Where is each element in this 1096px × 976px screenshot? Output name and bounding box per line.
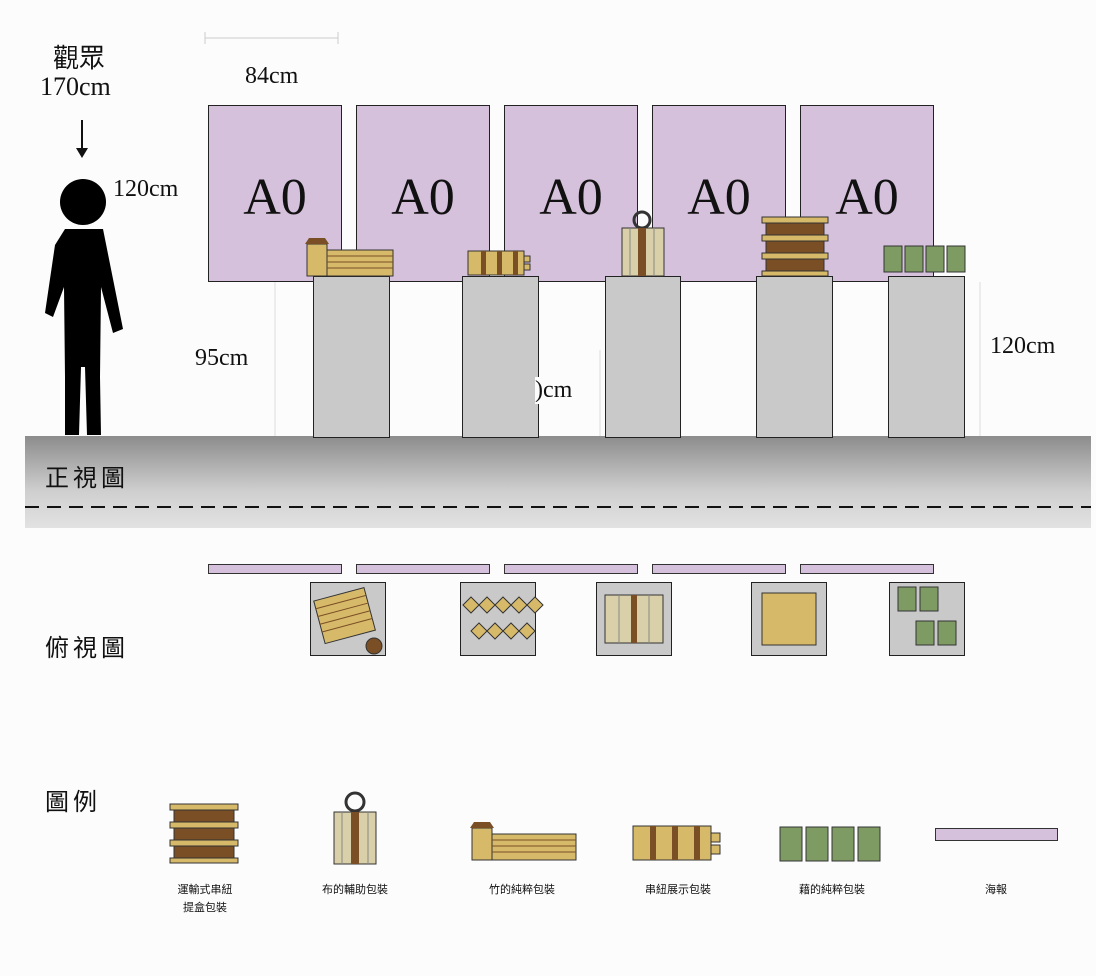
- front-view-label: 正視圖: [45, 464, 129, 492]
- poster-top-5: [800, 564, 934, 574]
- bamboo-pack-top: [313, 586, 383, 655]
- poster-top-2: [356, 564, 490, 574]
- legend-caption-bamboo: 竹的純粹包裝: [489, 883, 555, 896]
- pedestal-tall-label: 120cm: [990, 333, 1056, 359]
- bamboo-pack-icon: [470, 822, 577, 861]
- legend-caption-line: 提盒包裝: [183, 901, 227, 914]
- cloth-pack-icon: [333, 791, 377, 865]
- pedestal-top-1: [310, 582, 386, 656]
- legend-caption-cloth: 布的輔助包裝: [322, 883, 388, 896]
- viewer-title: 觀眾: [53, 44, 106, 74]
- cloth-pack-front: [621, 210, 665, 277]
- pedestal-mid-label: )cm: [535, 377, 575, 404]
- string-display-front: [467, 250, 531, 276]
- legend-caption-string: 串紐展示包裝: [645, 883, 711, 896]
- floor-band: [25, 436, 1091, 528]
- string-display-top: [462, 596, 544, 640]
- pedestal-1: [313, 276, 390, 438]
- grass-pack-top: [897, 586, 957, 646]
- transport-box-front: [761, 216, 829, 277]
- poster-top-3: [504, 564, 638, 574]
- pedestal-top-2: [460, 582, 544, 656]
- poster-top-1: [208, 564, 342, 574]
- poster-icon: [935, 828, 1058, 841]
- down-arrow-icon: [72, 120, 92, 164]
- pedestal-5: [888, 276, 965, 438]
- pedestal-top-3: [596, 582, 672, 656]
- string-display-icon: [632, 825, 721, 861]
- transport-box-top: [761, 592, 817, 646]
- legend-title: 圖例: [45, 788, 101, 816]
- poster-width-label: 84cm: [245, 63, 299, 89]
- pedestal-3: [605, 276, 681, 438]
- poster-label: A0: [391, 169, 455, 226]
- legend-caption-transport: 運輸式串紐 提盒包裝: [130, 881, 280, 917]
- grass-pack-front: [883, 245, 966, 273]
- cloth-pack-top: [604, 594, 664, 644]
- poster-label: A0: [243, 169, 307, 226]
- transport-box-icon: [169, 803, 239, 864]
- grass-pack-icon: [779, 826, 881, 862]
- pedestal-top-4: [751, 582, 827, 656]
- poster-a0-4: A0: [652, 105, 786, 282]
- poster-height-label: 120cm: [113, 176, 179, 202]
- poster-a0-3: A0: [504, 105, 638, 282]
- bamboo-pack-front: [305, 238, 394, 277]
- legend-caption-grass: 藉的純粹包裝: [799, 883, 865, 896]
- viewer-height: 170cm: [40, 72, 111, 101]
- legend-caption-line: 運輸式串紐: [177, 883, 233, 896]
- legend-caption-poster: 海報: [985, 883, 1007, 896]
- poster-label: A0: [835, 169, 899, 226]
- pedestal-2: [462, 276, 539, 438]
- pedestal-4: [756, 276, 833, 438]
- poster-top-4: [652, 564, 786, 574]
- pedestal-top-5: [889, 582, 965, 656]
- divider-dashed-line: [25, 506, 1091, 508]
- pedestal-short-label: 95cm: [195, 345, 249, 371]
- poster-label: A0: [687, 169, 751, 226]
- top-view-label: 俯視圖: [45, 634, 129, 662]
- person-icon: [45, 177, 130, 443]
- poster-label: A0: [539, 169, 603, 226]
